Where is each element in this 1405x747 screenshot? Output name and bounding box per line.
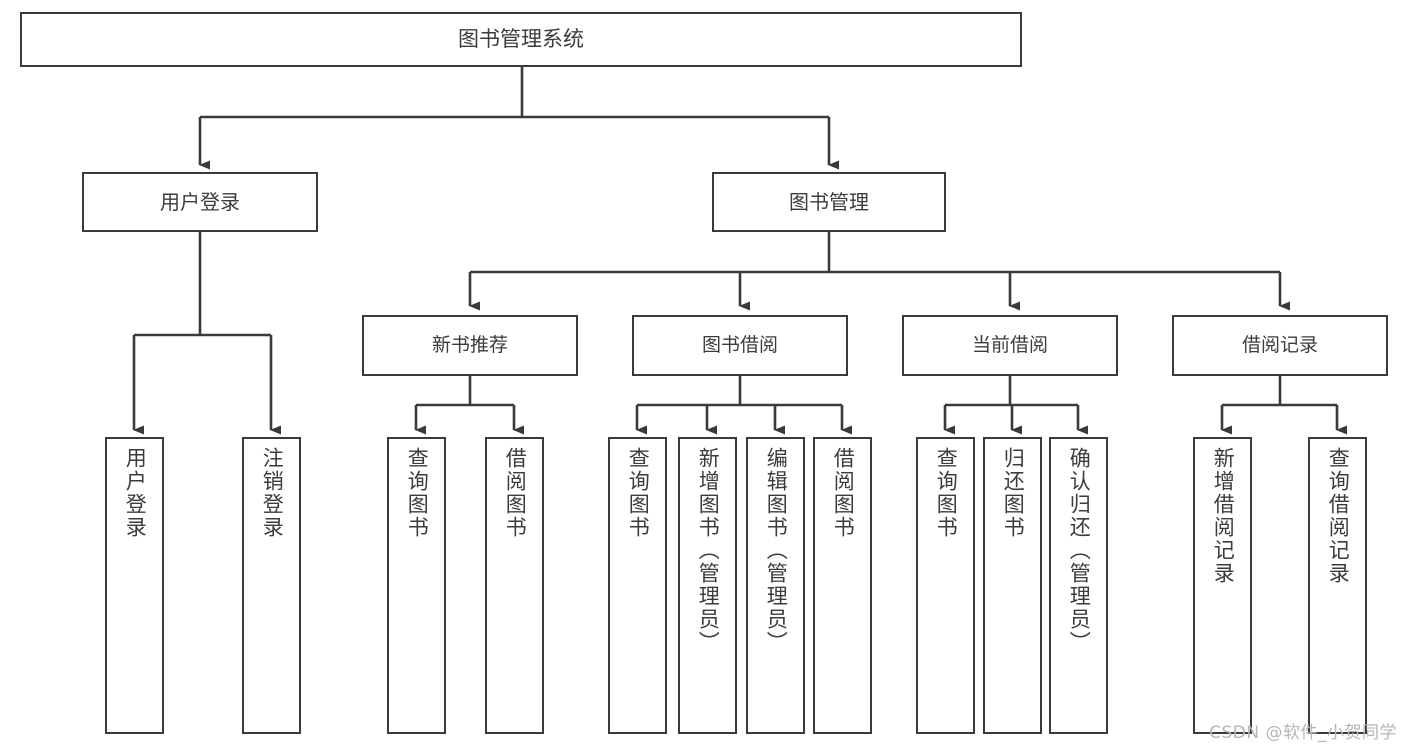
node-new-book-recommend[interactable]: 新书推荐 (362, 315, 578, 376)
leaf-current-borrow-1[interactable]: 归还图书 (983, 437, 1042, 734)
leaf-book-borrow-2[interactable]: 编辑图书（管理员） (746, 437, 805, 734)
node-book-management[interactable]: 图书管理 (712, 172, 946, 232)
leaf-book-borrow-0-label: 查询图书 (626, 447, 651, 539)
leaf-book-borrow-2-label: 编辑图书（管理员） (764, 447, 789, 654)
leaf-book-borrow-1[interactable]: 新增图书（管理员） (678, 437, 737, 734)
leaf-user-login-0-label: 用户登录 (123, 447, 148, 539)
node-book-borrow-label: 图书借阅 (701, 333, 778, 356)
leaf-new-book-1-label: 借阅图书 (503, 447, 528, 539)
node-root-system[interactable]: 图书管理系统 (20, 12, 1022, 67)
leaf-borrow-record-1-label: 查询借阅记录 (1326, 447, 1351, 585)
node-current-borrow[interactable]: 当前借阅 (902, 315, 1118, 376)
leaf-book-borrow-3-label: 借阅图书 (831, 447, 856, 539)
node-user-login[interactable]: 用户登录 (82, 172, 318, 232)
node-root-label: 图书管理系统 (458, 26, 584, 51)
node-borrow-record[interactable]: 借阅记录 (1172, 315, 1388, 376)
leaf-borrow-record-1[interactable]: 查询借阅记录 (1308, 437, 1367, 734)
leaf-borrow-record-0-label: 新增借阅记录 (1211, 447, 1236, 585)
leaf-book-borrow-1-label: 新增图书（管理员） (696, 447, 721, 654)
leaf-current-borrow-2[interactable]: 确认归还（管理员） (1049, 437, 1108, 734)
node-user-login-label: 用户登录 (160, 189, 240, 214)
leaf-current-borrow-0[interactable]: 查询图书 (916, 437, 975, 734)
leaf-current-borrow-1-label: 归还图书 (1001, 447, 1026, 539)
node-current-borrow-label: 当前借阅 (971, 333, 1048, 356)
leaf-book-borrow-3[interactable]: 借阅图书 (813, 437, 872, 734)
node-borrow-record-label: 借阅记录 (1241, 333, 1318, 356)
leaf-user-login-0[interactable]: 用户登录 (105, 437, 164, 734)
leaf-current-borrow-2-label: 确认归还（管理员） (1067, 447, 1092, 654)
leaf-new-book-0[interactable]: 查询图书 (387, 437, 446, 734)
leaf-book-borrow-0[interactable]: 查询图书 (608, 437, 667, 734)
node-new-book-recommend-label: 新书推荐 (431, 333, 508, 356)
leaf-borrow-record-0[interactable]: 新增借阅记录 (1193, 437, 1252, 734)
node-book-borrow[interactable]: 图书借阅 (632, 315, 848, 376)
node-book-management-label: 图书管理 (789, 189, 869, 214)
csdn-watermark: CSDN @软件_小贺同学 (1209, 723, 1397, 743)
leaf-user-login-1-label: 注销登录 (260, 447, 285, 539)
leaf-current-borrow-0-label: 查询图书 (934, 447, 959, 539)
leaf-new-book-1[interactable]: 借阅图书 (485, 437, 544, 734)
leaf-new-book-0-label: 查询图书 (405, 447, 430, 539)
leaf-user-login-1[interactable]: 注销登录 (242, 437, 301, 734)
